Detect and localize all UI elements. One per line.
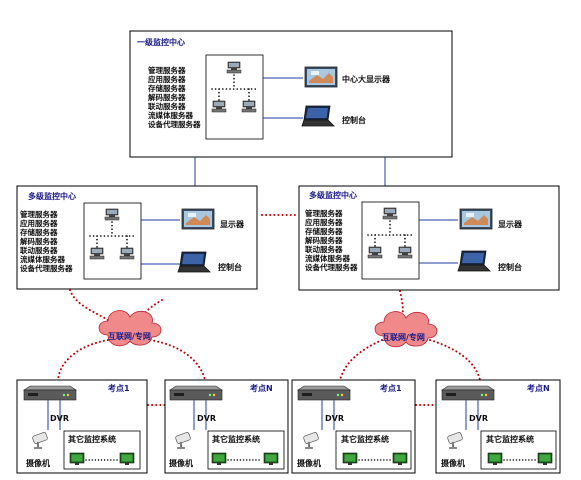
mid-console-label: 控制台: [498, 262, 522, 272]
site-title: 考点N: [250, 383, 273, 393]
mid-monitoring-center-left: 多级监控中心 管理服务器 应用服务器 存储服务器 解码服务器 联动服务器 流媒体…: [16, 185, 258, 290]
server-label: 存储服务器: [304, 226, 343, 236]
cloud-label: 互联网/专网: [382, 332, 425, 342]
other-system-label: 其它监控系统: [486, 434, 534, 444]
exam-site-1: 考点1 DVR 摄像机 其它监控系统: [16, 379, 148, 474]
network-cloud-right: 互联网/专网: [374, 311, 438, 348]
dvr-label: DVR: [197, 414, 216, 423]
dvr-icon: [23, 385, 77, 401]
server-computer-icon: [367, 246, 383, 259]
dvr-icon: [297, 385, 351, 401]
mid-monitoring-center-right: 多级监控中心 管理服务器 应用服务器 存储服务器 解码服务器 联动服务器 流媒体…: [298, 185, 560, 291]
camera-label: 摄像机: [26, 458, 50, 468]
network-links: [57, 289, 481, 406]
display-icon: [459, 208, 493, 230]
monitor-icon: [69, 452, 85, 466]
server-label: 应用服务器: [20, 218, 58, 228]
camera-label: 摄像机: [169, 458, 193, 468]
server-computer-icon: [119, 247, 135, 260]
top-center-title: 一级监控中心: [137, 37, 185, 47]
server-label: 管理服务器: [148, 65, 186, 75]
server-label: 解码服务器: [148, 92, 186, 102]
dvr-icon: [169, 385, 223, 401]
mid-center-title: 多级监控中心: [309, 190, 357, 200]
camera-label: 摄像机: [441, 458, 465, 468]
server-computer-icon: [397, 246, 413, 259]
server-label: 设备代理服务器: [20, 263, 73, 273]
server-label: 解码服务器: [20, 236, 58, 246]
server-computer-icon: [211, 100, 227, 113]
server-label: 应用服务器: [305, 217, 343, 227]
network-cloud-left: 互联网/专网: [98, 310, 162, 347]
mid-display-label: 显示器: [220, 220, 245, 229]
server-computer-icon: [226, 61, 242, 74]
other-system-label: 其它监控系统: [68, 434, 116, 444]
server-label: 存储服务器: [147, 83, 186, 93]
dvr-label: DVR: [325, 414, 344, 423]
dvr-label: DVR: [469, 414, 488, 423]
exam-site-n-right: 考点N DVR 摄像机 其它监控系统: [435, 379, 561, 474]
large-display-icon: [304, 66, 338, 88]
monitor-icon: [342, 452, 358, 466]
camera-label: 摄像机: [297, 458, 321, 468]
mid-console-label: 控制台: [218, 262, 242, 272]
server-label: 流媒体服务器: [20, 254, 65, 264]
top-display-label: 中心大显示器: [342, 74, 391, 84]
monitor-icon: [211, 452, 227, 466]
other-system-label: 其它监控系统: [212, 434, 260, 444]
top-console-label: 控制台: [342, 115, 366, 125]
server-label: 联动服务器: [20, 245, 58, 255]
monitor-icon: [537, 452, 553, 466]
server-computer-icon: [382, 207, 398, 220]
site-title: 考点1: [108, 383, 130, 393]
monitor-icon: [263, 452, 279, 466]
server-computer-icon: [241, 100, 257, 113]
monitor-icon: [487, 452, 503, 466]
server-label: 联动服务器: [305, 244, 343, 254]
display-icon: [181, 208, 215, 230]
exam-site-1-right: 考点1 DVR 摄像机 其它监控系统: [291, 379, 416, 474]
mid-display-label: 显示器: [498, 220, 523, 229]
server-label: 设备代理服务器: [148, 119, 201, 129]
site-title: 考点N: [527, 383, 550, 393]
top-server-list: 管理服务器 应用服务器 存储服务器 解码服务器 联动服务器 流媒体服务器 设备代…: [147, 65, 201, 129]
monitor-icon: [392, 452, 408, 466]
server-label: 联动服务器: [148, 101, 186, 111]
server-label: 解码服务器: [305, 235, 343, 245]
server-label: 管理服务器: [305, 208, 343, 218]
server-label: 存储服务器: [19, 227, 58, 237]
cloud-label: 互联网/专网: [108, 331, 151, 341]
site-title: 考点1: [380, 383, 402, 393]
dvr-label: DVR: [50, 414, 69, 423]
server-label: 流媒体服务器: [305, 253, 350, 263]
exam-site-n-left: 考点N DVR 摄像机 其它监控系统: [164, 379, 289, 474]
monitor-icon: [119, 452, 135, 466]
server-label: 设备代理服务器: [305, 262, 358, 272]
mid-center-title: 多级监控中心: [28, 191, 76, 201]
dvr-icon: [441, 385, 495, 401]
server-computer-icon: [89, 247, 105, 260]
top-monitoring-center: 一级监控中心 管理服务器 应用服务器 存储服务器 解码服务器 联动服务器 流媒体…: [129, 30, 453, 158]
server-computer-icon: [104, 208, 120, 221]
server-label: 流媒体服务器: [148, 110, 193, 120]
other-system-label: 其它监控系统: [341, 434, 389, 444]
server-label: 管理服务器: [20, 209, 58, 219]
server-label: 应用服务器: [148, 74, 186, 84]
